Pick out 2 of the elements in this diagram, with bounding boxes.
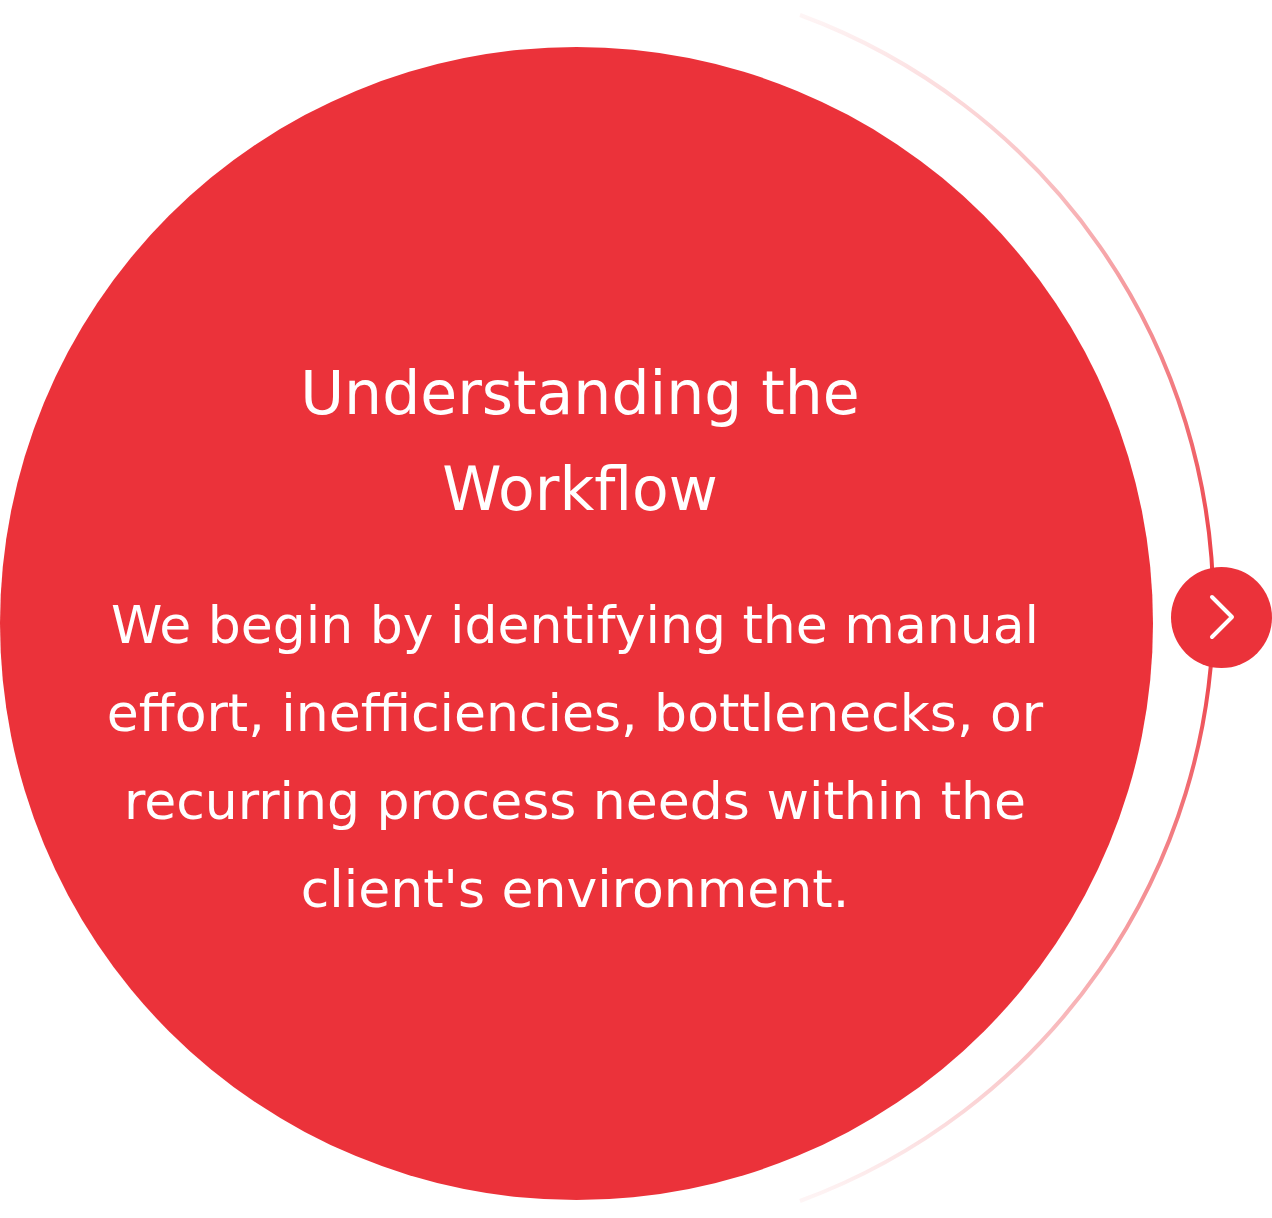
description: We begin by identifying the manual effort, inefficiencies, bottlenecks, or recurring process needs within the client's environment. (105, 594, 1045, 921)
heading: Understanding the Workflow (299, 357, 861, 526)
